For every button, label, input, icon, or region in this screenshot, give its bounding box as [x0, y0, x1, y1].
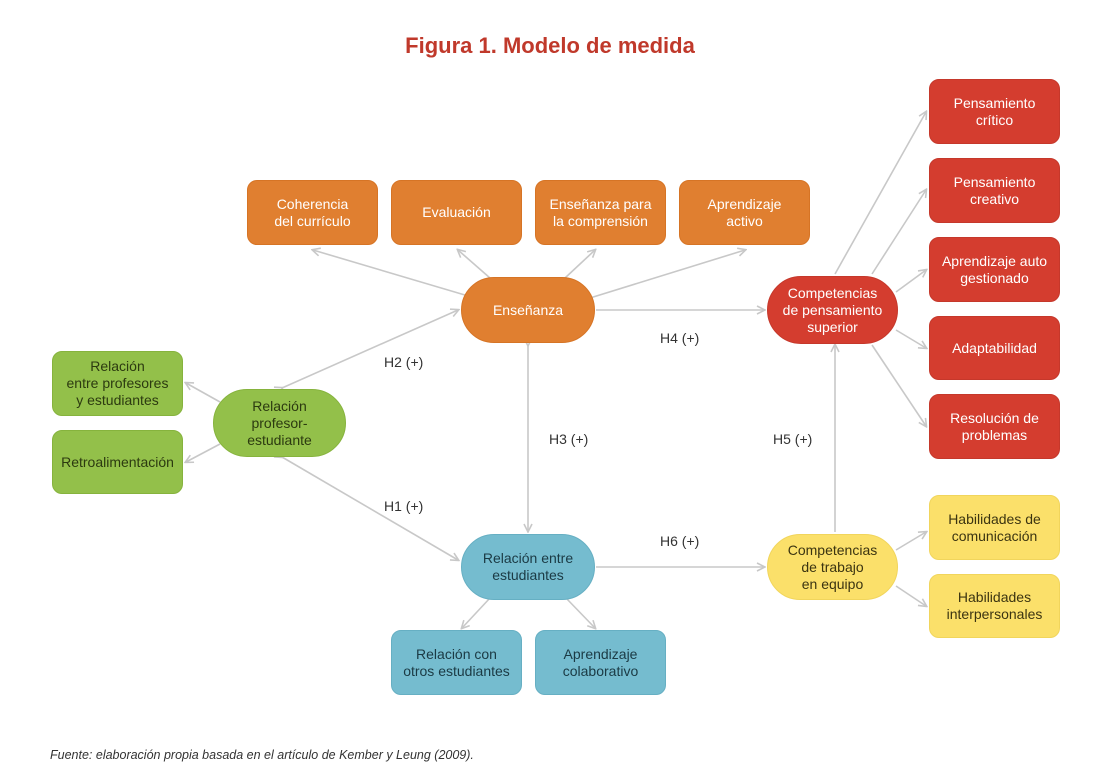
figure-title: Figura 1. Modelo de medida — [405, 33, 695, 58]
arrow-cp-resol — [871, 344, 926, 426]
node-relacion-entre-estudiantes: Relación entre estudiantes — [461, 534, 595, 600]
arrow-cp-auto — [895, 270, 926, 293]
hypothesis-h6-label: H6 (+) — [660, 533, 700, 549]
hypothesis-h4-label: H4 (+) — [660, 330, 700, 346]
node-pensamiento-creativo: Pensamiento creativo — [929, 158, 1060, 223]
node-habilidades-comunicacion: Habilidades de comunicación — [929, 495, 1060, 560]
node-relacion-profesor-estudiante: Relación profesor- estudiante — [213, 389, 346, 457]
hypothesis-h3-label: H3 (+) — [549, 431, 589, 447]
node-coherencia-curriculo: Coherencia del currículo — [247, 180, 378, 245]
hypothesis-h1-label: H1 (+) — [384, 498, 424, 514]
node-competencias-trabajo: Competencias de trabajo en equipo — [767, 534, 898, 600]
arrow-h2 — [282, 310, 458, 388]
arrow-ree-otros — [462, 597, 491, 628]
node-adaptabilidad: Adaptabilidad — [929, 316, 1060, 380]
arrow-cp-creativo — [871, 190, 926, 275]
node-evaluacion: Evaluación — [391, 180, 522, 245]
node-habilidades-interpersonales: Habilidades interpersonales — [929, 574, 1060, 638]
hypothesis-h5-label: H5 (+) — [773, 431, 813, 447]
node-relacion-profesores-estudiantes: Relación entre profesores y estudiantes — [52, 351, 183, 416]
node-pensamiento-critico: Pensamiento crítico — [929, 79, 1060, 144]
arrow-ct-interpersonal — [895, 585, 926, 606]
node-aprendizaje-autogestionado: Aprendizaje auto gestionado — [929, 237, 1060, 302]
arrow-h1 — [282, 457, 458, 560]
arrow-ens-evaluacion — [458, 250, 491, 279]
arrow-ree-colab — [565, 597, 595, 628]
arrow-cp-critico — [834, 112, 926, 275]
node-ensenanza-comprension: Enseñanza para la comprensión — [535, 180, 666, 245]
node-aprendizaje-activo: Aprendizaje activo — [679, 180, 810, 245]
arrow-rpe-relacion — [186, 383, 221, 403]
node-ensenanza: Enseñanza — [461, 277, 595, 343]
source-note: Fuente: elaboración propia basada en el … — [50, 748, 474, 762]
arrow-ens-comprension — [564, 250, 595, 279]
node-competencias-pensamiento: Competencias de pensamiento superior — [767, 276, 898, 344]
hypothesis-h2-label: H2 (+) — [384, 354, 424, 370]
arrow-ens-coherencia — [313, 250, 476, 299]
arrow-ens-activo — [589, 250, 745, 299]
node-aprendizaje-colaborativo: Aprendizaje colaborativo — [535, 630, 666, 695]
node-retroalimentacion: Retroalimentación — [52, 430, 183, 494]
node-resolucion-problemas: Resolución de problemas — [929, 394, 1060, 459]
arrow-ct-comunicacion — [895, 532, 926, 551]
node-relacion-otros-estudiantes: Relación con otros estudiantes — [391, 630, 522, 695]
arrow-rpe-retro — [186, 443, 221, 462]
arrow-cp-adapt — [895, 329, 926, 348]
